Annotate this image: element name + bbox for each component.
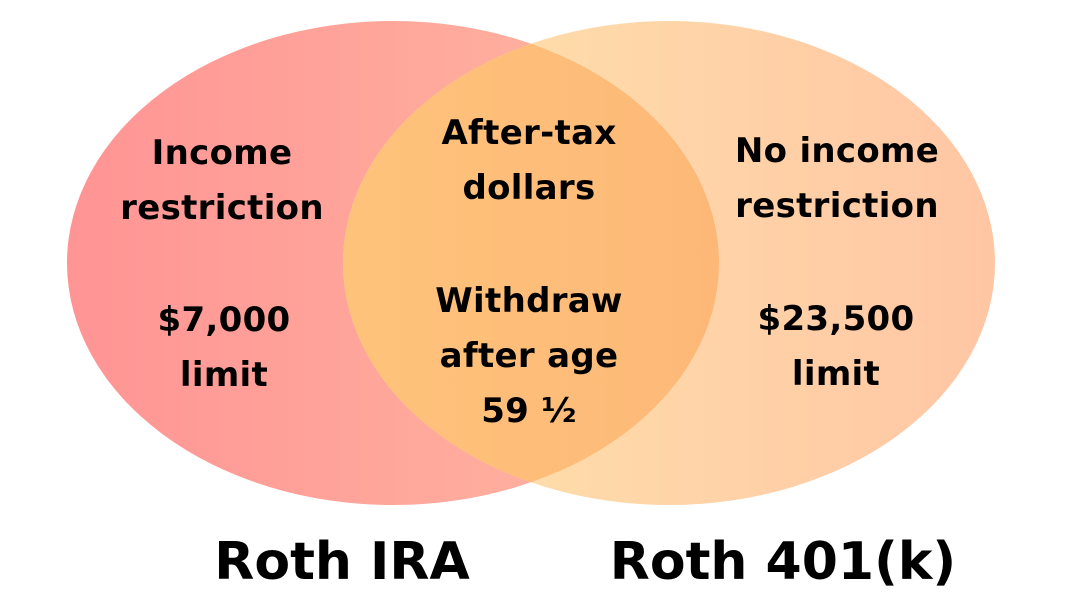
roth-401k-limit-label: $23,500 limit	[758, 292, 915, 402]
roth-401k-title: Roth 401(k)	[609, 532, 957, 592]
roth-ira-limit-label: $7,000 limit	[157, 293, 290, 403]
label-line: limit	[791, 354, 881, 394]
label-line: after age	[439, 336, 619, 376]
roth-ira-title: Roth IRA	[214, 532, 470, 592]
label-line: 59 ½	[481, 391, 577, 431]
roth-ira-income-label: Income restriction	[120, 126, 324, 236]
label-line: Income	[151, 133, 293, 173]
withdraw-label: Withdraw after age 59 ½	[435, 274, 622, 439]
label-line: No income	[734, 131, 940, 171]
label-line: restriction	[120, 188, 324, 228]
intersection-region	[343, 21, 719, 505]
label-line: limit	[179, 355, 269, 395]
label-line: $23,500	[757, 299, 915, 339]
roth-401k-income-label: No income restriction	[735, 124, 939, 234]
label-line: dollars	[462, 168, 596, 208]
label-line: restriction	[735, 186, 939, 226]
label-line: $7,000	[157, 300, 291, 340]
after-tax-label: After-tax dollars	[441, 106, 616, 216]
label-line: After-tax	[441, 113, 617, 153]
label-line: Withdraw	[435, 281, 623, 321]
